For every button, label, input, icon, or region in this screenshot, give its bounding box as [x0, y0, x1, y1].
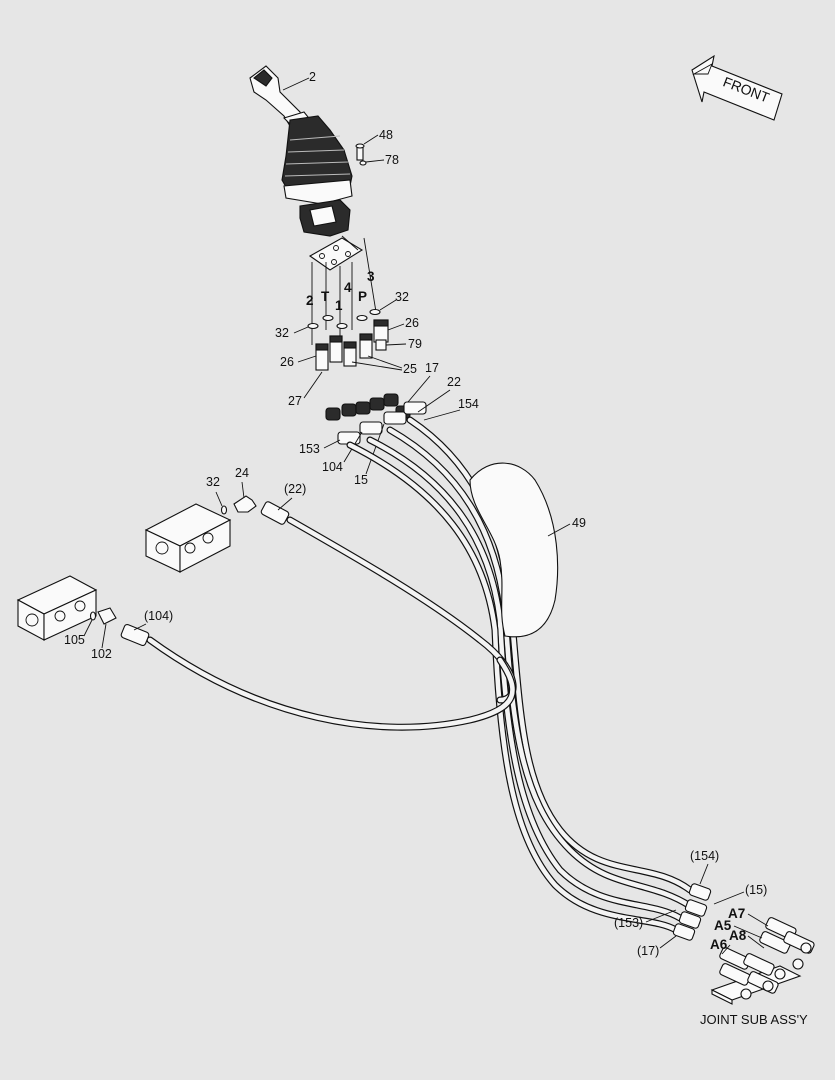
port-label-P: P [358, 289, 367, 304]
port-label-2: 2 [306, 293, 314, 308]
label-17-paren: (17) [637, 944, 659, 958]
port-label-A7: A7 [728, 906, 745, 921]
label-17: 17 [425, 361, 439, 375]
valve-block-upper [144, 503, 232, 573]
joint-sub-assembly [672, 883, 815, 1005]
label-15-paren: (15) [745, 883, 767, 897]
label-32-right: 32 [395, 290, 409, 304]
elbow-fitting-24 [233, 495, 257, 513]
label-153-paren: (153) [614, 916, 643, 930]
fittings-upper [315, 319, 389, 371]
protective-sleeve-49 [469, 462, 559, 638]
label-49: 49 [572, 516, 586, 530]
washer-78 [359, 160, 367, 166]
mounting-plate [308, 237, 364, 271]
label-26-right: 26 [405, 316, 419, 330]
label-78: 78 [385, 153, 399, 167]
front-arrow-icon [691, 54, 783, 121]
label-25: 25 [403, 362, 417, 376]
label-105: 105 [64, 633, 85, 647]
port-label-4: 4 [344, 280, 352, 295]
joint-sub-assy-caption: JOINT SUB ASS'Y [700, 1012, 808, 1027]
o-rings-32 [307, 308, 381, 330]
hose-end-nuts [325, 393, 427, 445]
label-27: 27 [288, 394, 302, 408]
valve-block-lower [16, 575, 98, 641]
port-label-A8: A8 [729, 928, 747, 943]
label-22: 22 [447, 375, 461, 389]
label-32-left: 32 [275, 326, 289, 340]
adapter-102 [97, 607, 117, 625]
label-104: 104 [322, 460, 343, 474]
label-32-block: 32 [206, 475, 220, 489]
o-ring-105 [89, 611, 97, 621]
port-label-1: 1 [335, 298, 343, 313]
valve-body [299, 199, 351, 237]
port-label-A6: A6 [710, 937, 728, 952]
o-ring-32-block [220, 505, 228, 515]
label-104-paren: (104) [144, 609, 173, 623]
port-label-T: T [321, 289, 330, 304]
port-label-A5: A5 [714, 918, 732, 933]
label-2-lever: 2 [309, 70, 316, 84]
label-154: 154 [458, 397, 479, 411]
port-label-3: 3 [367, 269, 375, 284]
label-79: 79 [408, 337, 422, 351]
joystick-boot [281, 115, 353, 205]
label-48: 48 [379, 128, 393, 142]
label-102: 102 [91, 647, 112, 661]
hose-104 [120, 623, 516, 731]
label-153: 153 [299, 442, 320, 456]
label-22-paren: (22) [284, 482, 306, 496]
label-15: 15 [354, 473, 368, 487]
label-26-left: 26 [280, 355, 294, 369]
label-24: 24 [235, 466, 249, 480]
label-154-paren: (154) [690, 849, 719, 863]
bolt-48 [355, 143, 365, 161]
